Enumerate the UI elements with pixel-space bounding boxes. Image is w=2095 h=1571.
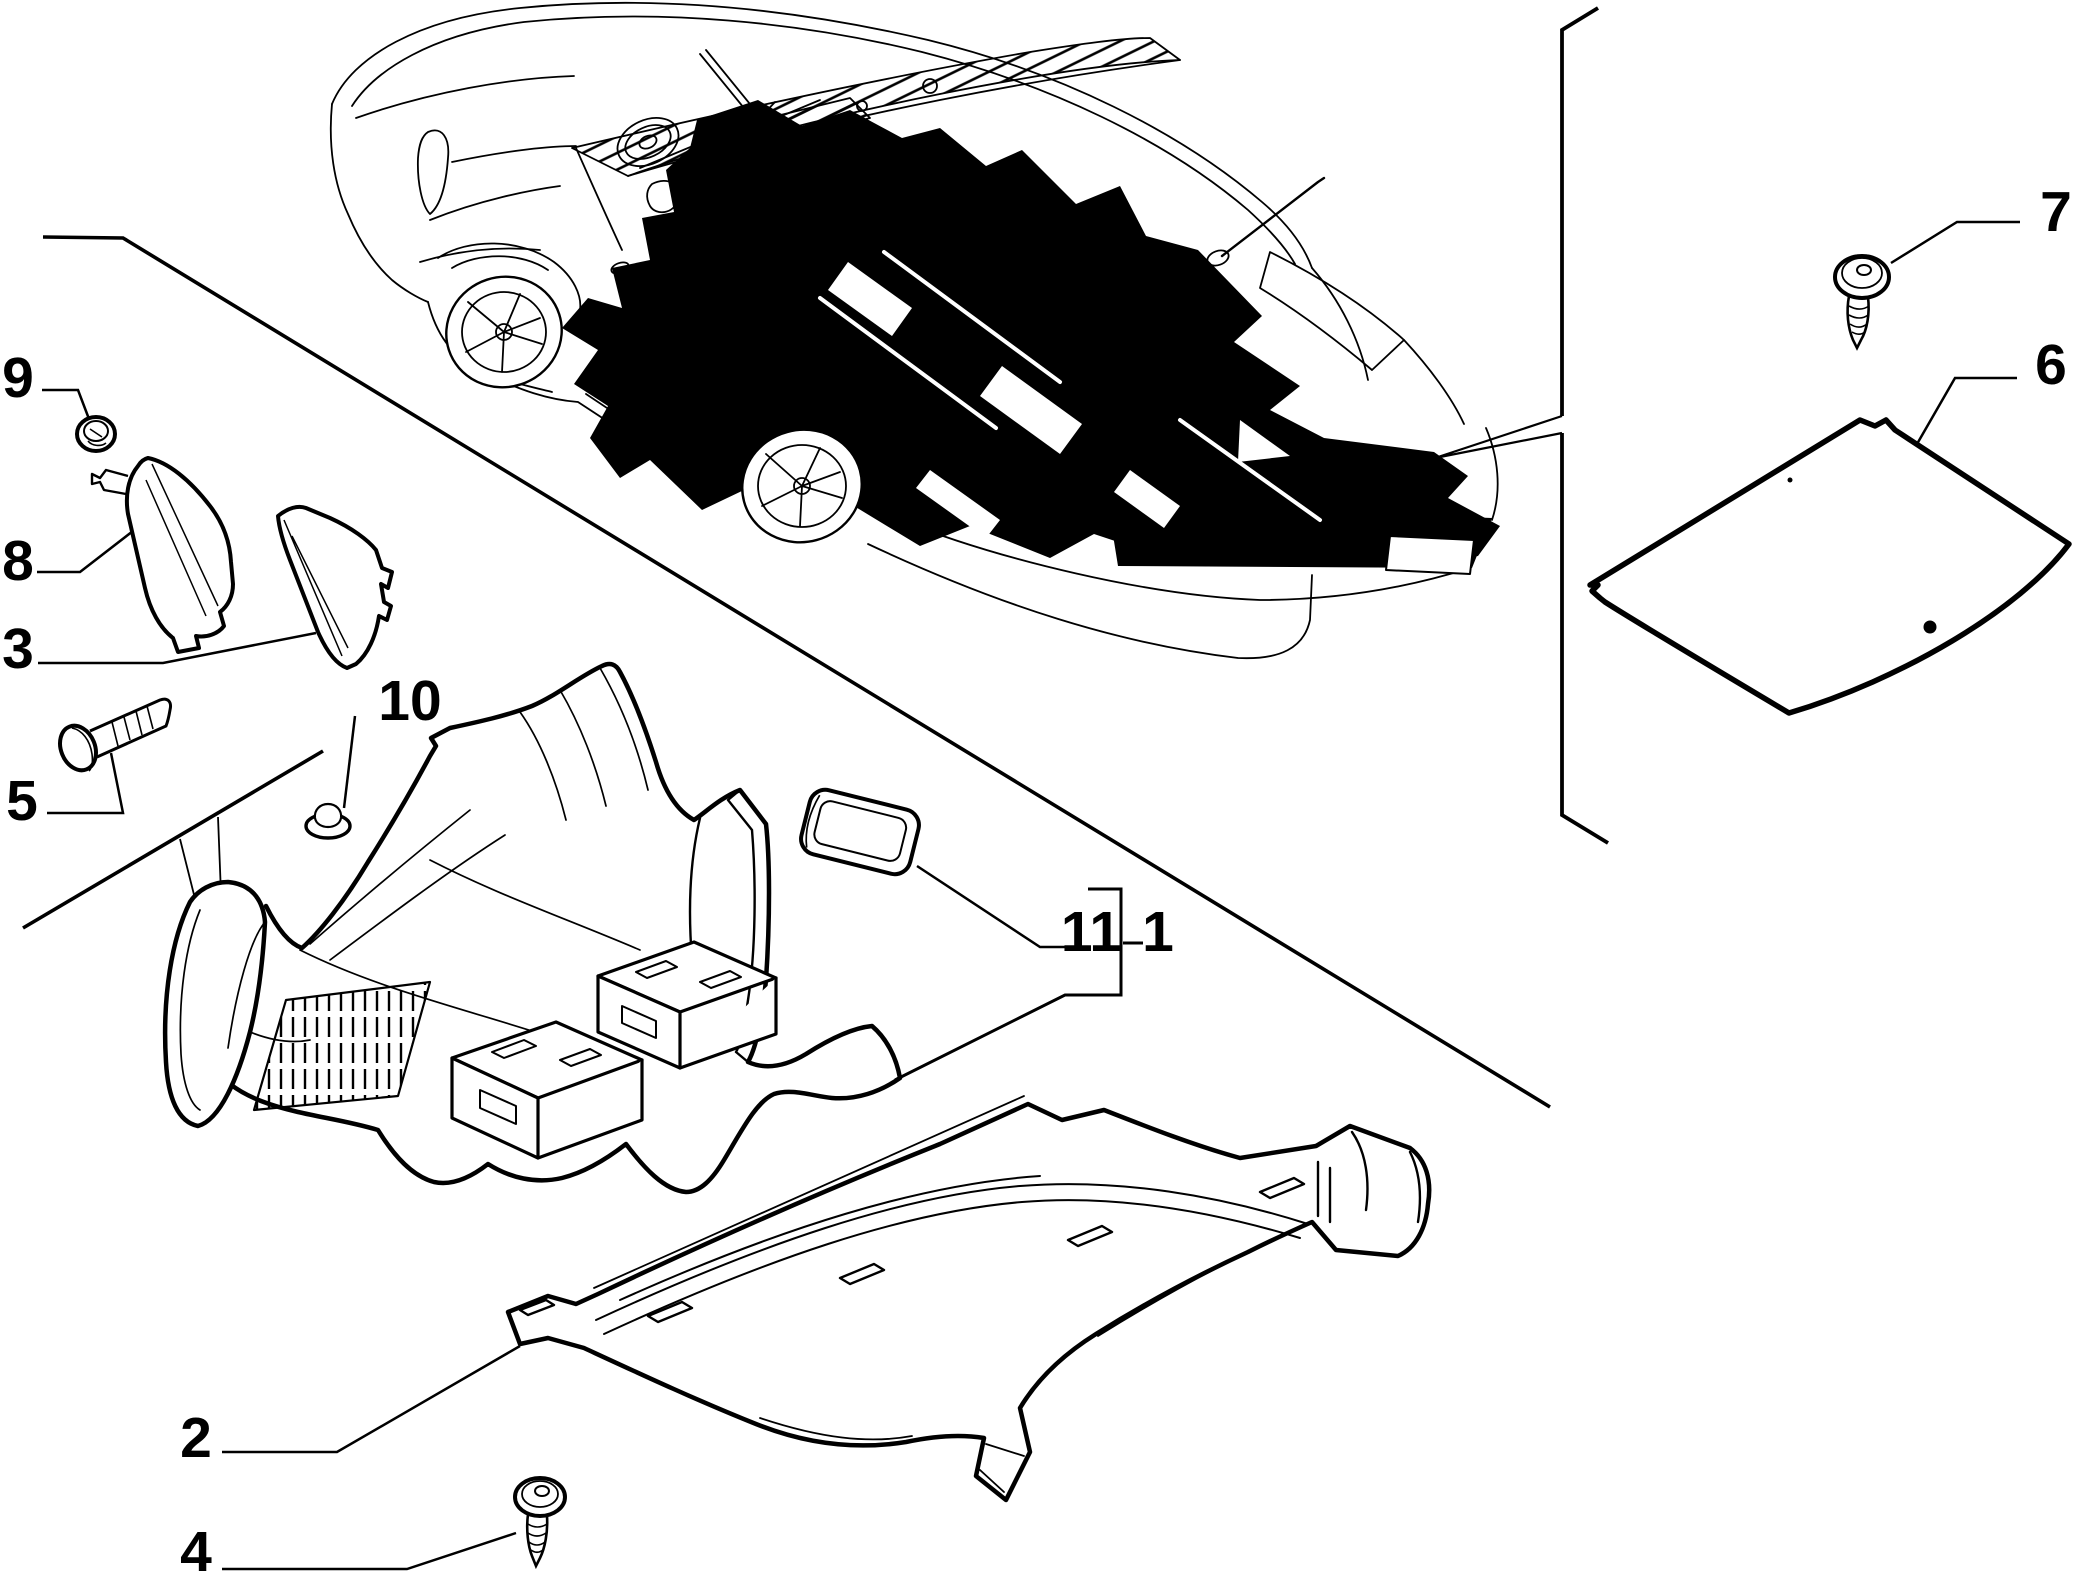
callout-10: 10 bbox=[378, 669, 441, 733]
rear-carpet-slots bbox=[518, 1176, 1306, 1324]
car-steering-wheel bbox=[616, 117, 680, 167]
cover-right-crease bbox=[283, 519, 349, 657]
callout-4: 4 bbox=[180, 1520, 212, 1571]
leader-5 bbox=[47, 752, 125, 815]
leader-4 bbox=[222, 1531, 517, 1571]
rear-carpet-tunnel-lines bbox=[595, 1175, 1309, 1335]
part-cover-right bbox=[276, 504, 394, 670]
screw4-threads bbox=[527, 1523, 548, 1554]
screw7-drive bbox=[1856, 264, 1872, 276]
car-front-wheel bbox=[437, 242, 582, 389]
front-carpet-footwell-hatch bbox=[252, 980, 432, 1112]
part-nut bbox=[75, 415, 117, 453]
car-hood-lines bbox=[355, 75, 577, 263]
nut-inner bbox=[83, 420, 109, 442]
callout-11: 11 bbox=[1061, 900, 1121, 964]
rear-carpet-wing-details bbox=[1316, 1130, 1422, 1224]
rear-carpet-top-lip bbox=[593, 1095, 1025, 1289]
screw7-threads bbox=[1848, 305, 1870, 336]
heel-pad-inner bbox=[813, 800, 908, 862]
callout-1: 1 bbox=[1142, 900, 1174, 964]
cover-right-outline bbox=[276, 504, 394, 670]
screw4-head-inner bbox=[521, 1480, 559, 1508]
part-screw-7 bbox=[1833, 254, 1891, 351]
leader-2 bbox=[222, 1344, 521, 1454]
leader-8 bbox=[37, 530, 134, 574]
callout-5: 5 bbox=[6, 769, 38, 833]
nut-detail bbox=[87, 428, 107, 447]
front-carpet-seat-box-left bbox=[450, 1020, 644, 1160]
floor-carpet-silhouette bbox=[562, 100, 1500, 566]
trunk-mat-fastener-hole bbox=[1923, 620, 1937, 634]
bracket-right bbox=[1560, 6, 1609, 845]
screw7-head bbox=[1833, 254, 1891, 300]
part-screw-4 bbox=[513, 1476, 567, 1570]
heel-pad-wall bbox=[805, 794, 821, 848]
callout-2: 2 bbox=[180, 1406, 212, 1470]
callout-7: 7 bbox=[2040, 180, 2072, 244]
screw4-shank bbox=[525, 1513, 549, 1570]
leader-7 bbox=[1890, 220, 2020, 265]
grommet-dome bbox=[313, 802, 343, 829]
car-front-edge bbox=[329, 103, 429, 303]
car-cowl-cap bbox=[922, 78, 938, 94]
leader-9 bbox=[42, 388, 91, 420]
group-bracket-lines bbox=[22, 6, 1609, 1109]
car-roofline-inner bbox=[351, 15, 1296, 265]
front-carpet-seat-box-right bbox=[596, 940, 778, 1070]
car-antenna bbox=[1220, 176, 1326, 258]
floor-rail-lines bbox=[818, 250, 1322, 522]
car-rear-window bbox=[1259, 251, 1405, 371]
bolt-shank bbox=[89, 697, 172, 759]
bolt-head bbox=[58, 723, 98, 773]
leader-10 bbox=[342, 715, 357, 809]
front-carpet-left-wing-inner bbox=[179, 909, 311, 1111]
part-heel-pad bbox=[799, 787, 921, 877]
trunk-mat-outline bbox=[1587, 417, 2072, 716]
callout-9: 9 bbox=[2, 346, 34, 410]
group-line-front-carpet bbox=[22, 749, 324, 930]
part-grommet bbox=[304, 802, 352, 840]
part-rear-carpet bbox=[505, 1095, 1432, 1503]
screw7-shank bbox=[1846, 295, 1870, 351]
leader-3 bbox=[38, 631, 317, 665]
leader-6 bbox=[1915, 376, 2017, 445]
floor-cutouts bbox=[828, 262, 1290, 538]
bolt-threads bbox=[111, 705, 154, 747]
rear-carpet-bottom-details bbox=[759, 1251, 1249, 1493]
rear-carpet-outline bbox=[505, 1101, 1432, 1503]
car-rear-wheel bbox=[731, 410, 893, 544]
car-rear-bumper bbox=[867, 427, 1499, 660]
car-license-plate bbox=[1385, 535, 1475, 575]
car-illustration bbox=[329, 1, 1500, 660]
car-cowl-cap2 bbox=[856, 100, 868, 112]
callout-3: 3 bbox=[2, 617, 34, 681]
trunk-mat-corner-dot bbox=[1787, 477, 1793, 483]
front-carpet-outline bbox=[227, 661, 903, 1195]
callouts: 9 8 3 5 10 2 4 7 6 11 1 bbox=[2, 180, 2072, 1571]
callout-8: 8 bbox=[2, 529, 34, 593]
group-line-main bbox=[42, 235, 1551, 1109]
car-roofline bbox=[331, 1, 1313, 269]
part-bolt bbox=[58, 697, 172, 773]
part-trunk-mat bbox=[1587, 417, 2072, 716]
front-carpet-ridges bbox=[299, 667, 649, 1041]
cover-left-crease bbox=[145, 463, 219, 617]
screw4-head bbox=[513, 1476, 567, 1518]
callout-6: 6 bbox=[2035, 333, 2067, 397]
heel-pad-outer bbox=[799, 787, 921, 877]
screw4-drive bbox=[534, 1485, 550, 1497]
cover-left-clip bbox=[90, 468, 129, 496]
bolt-head-face bbox=[71, 727, 94, 772]
wedge-car-floor bbox=[1434, 414, 1563, 460]
part-cover-left bbox=[90, 456, 235, 654]
car-c-pillar bbox=[1311, 267, 1465, 425]
car-headlight bbox=[417, 129, 450, 215]
screw7-head-inner bbox=[1841, 257, 1883, 289]
bracket-11-1 bbox=[894, 887, 1143, 1082]
part-front-carpet bbox=[162, 661, 903, 1195]
cover-left-outline bbox=[124, 456, 235, 654]
leader-11 bbox=[916, 864, 1066, 949]
